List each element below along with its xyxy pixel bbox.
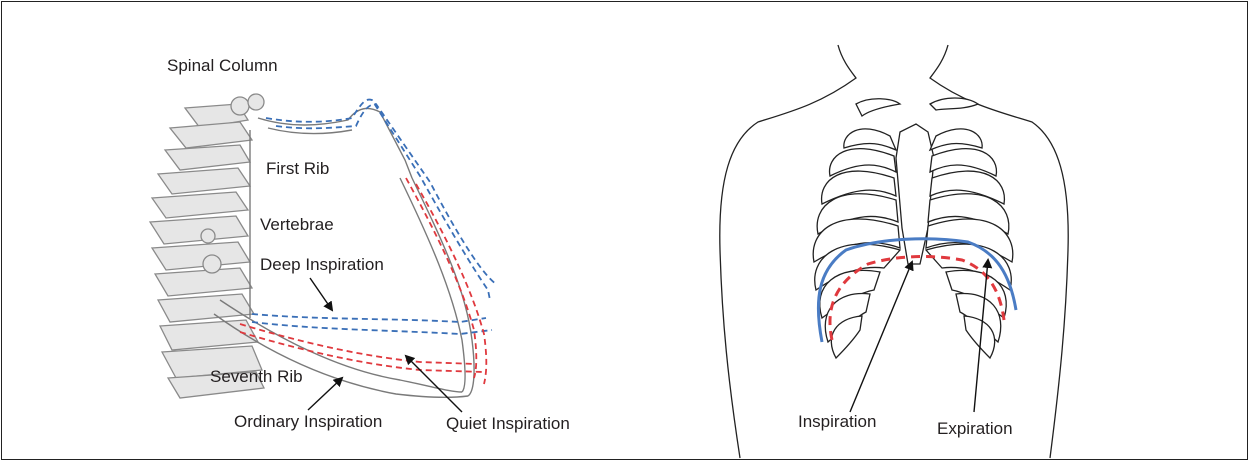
label-seventh-rib: Seventh Rib (210, 368, 303, 385)
spinal-column-illustration (150, 94, 264, 398)
label-first-rib: First Rib (266, 160, 329, 177)
label-spinal-column: Spinal Column (167, 57, 278, 74)
label-deep-inspiration: Deep Inspiration (260, 256, 384, 273)
seventh-rib-arrow (308, 378, 342, 410)
label-ordinary-inspiration: Ordinary Inspiration (234, 413, 382, 430)
quiet-inspiration-arrow (406, 356, 462, 412)
label-expiration: Expiration (937, 420, 1013, 437)
label-inspiration: Inspiration (798, 413, 876, 430)
deep-inspiration-arrow (310, 278, 332, 310)
label-quiet-inspiration: Quiet Inspiration (446, 415, 570, 432)
label-vertebrae: Vertebrae (260, 216, 334, 233)
